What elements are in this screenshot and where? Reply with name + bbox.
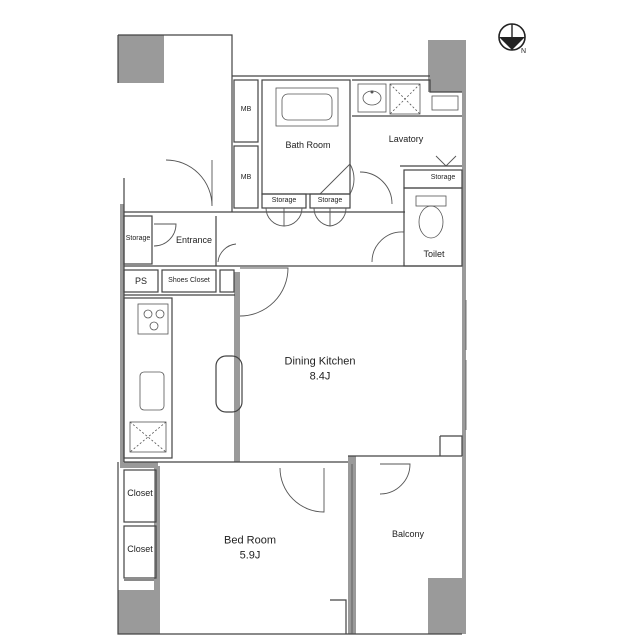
closets bbox=[123, 469, 157, 581]
balcony-label: Balcony bbox=[391, 529, 425, 539]
lavatory-walls bbox=[352, 79, 462, 205]
bed-room-label: Bed Room bbox=[224, 534, 276, 547]
walls bbox=[118, 35, 466, 634]
bathtub-icon bbox=[275, 87, 339, 127]
svg-text:N: N bbox=[521, 48, 526, 55]
bath-room-walls bbox=[261, 79, 355, 195]
storage-bath-1-label: Storage bbox=[271, 197, 297, 204]
stove-icon bbox=[137, 303, 169, 335]
dining-table bbox=[215, 355, 243, 413]
outline bbox=[117, 34, 463, 635]
bath-room-label: Bath Room bbox=[285, 140, 331, 150]
closet-1-label: Closet bbox=[127, 488, 153, 498]
dining-kitchen-area: 8.4J bbox=[309, 370, 331, 383]
sink-icon bbox=[139, 371, 165, 411]
bedroom-door bbox=[279, 467, 325, 513]
storage-entrance-label: Storage bbox=[125, 235, 151, 242]
ps-shoes bbox=[123, 269, 235, 293]
bed-room-area: 5.9J bbox=[239, 549, 261, 562]
balcony-area bbox=[330, 463, 411, 634]
storage-bath-2-label: Storage bbox=[317, 197, 343, 204]
dk-door bbox=[239, 267, 289, 317]
shoes-closet-label: Shoes Closet bbox=[168, 277, 210, 284]
lavatory-label: Lavatory bbox=[388, 134, 424, 144]
dining-kitchen-label: Dining Kitchen bbox=[284, 355, 356, 368]
mb-upper-label: MB bbox=[240, 106, 252, 113]
storage-toilet-label: Storage bbox=[430, 174, 456, 181]
ps-label: PS bbox=[134, 276, 148, 286]
storage-row bbox=[261, 193, 351, 227]
toilet-area bbox=[371, 169, 463, 267]
closet-2-label: Closet bbox=[127, 544, 153, 554]
entrance-label: Entrance bbox=[175, 235, 213, 245]
mb-closets bbox=[233, 79, 259, 209]
mb-lower-label: MB bbox=[240, 174, 252, 181]
entrance-area bbox=[123, 159, 237, 266]
toilet-icon bbox=[415, 195, 447, 239]
toilet-label: Toilet bbox=[423, 249, 445, 259]
washbasin-icon bbox=[362, 90, 382, 106]
north-arrow-icon: N bbox=[498, 23, 526, 55]
kitchen-counter bbox=[123, 297, 173, 459]
